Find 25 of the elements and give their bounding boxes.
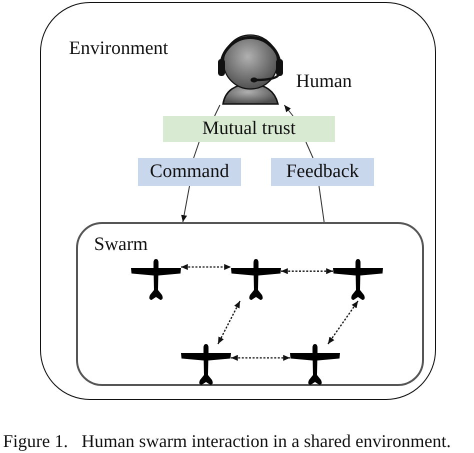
- airplane-icon: [131, 259, 181, 301]
- arrow: [181, 186, 190, 222]
- group-panel: [40, 2, 436, 400]
- container-title: Environment: [69, 38, 168, 60]
- airplane-icon: [290, 344, 340, 386]
- double-headed-arrow: [217, 300, 241, 344]
- connector-line: [214, 104, 220, 116]
- figure-caption: Figure 1. Human swarm interaction in a shared environment.: [3, 430, 451, 452]
- airplane-icon: [231, 259, 281, 301]
- connector-line: [305, 142, 314, 158]
- arrow: [284, 104, 294, 116]
- double-headed-arrow: [231, 354, 290, 361]
- connector-line: [193, 142, 200, 158]
- label-box: Mutual trust: [163, 116, 335, 142]
- double-headed-arrow: [281, 268, 333, 274]
- connector-line: [318, 186, 325, 222]
- label-box: Feedback: [271, 158, 374, 186]
- double-headed-arrow: [181, 264, 231, 270]
- node-label: Human: [296, 71, 352, 93]
- container-title: Swarm: [94, 234, 148, 256]
- airplane-icon: [333, 259, 383, 301]
- label-box: Command: [138, 158, 241, 186]
- airplane-icon: [181, 344, 231, 386]
- double-headed-arrow: [327, 300, 359, 344]
- group-panel: [76, 222, 424, 386]
